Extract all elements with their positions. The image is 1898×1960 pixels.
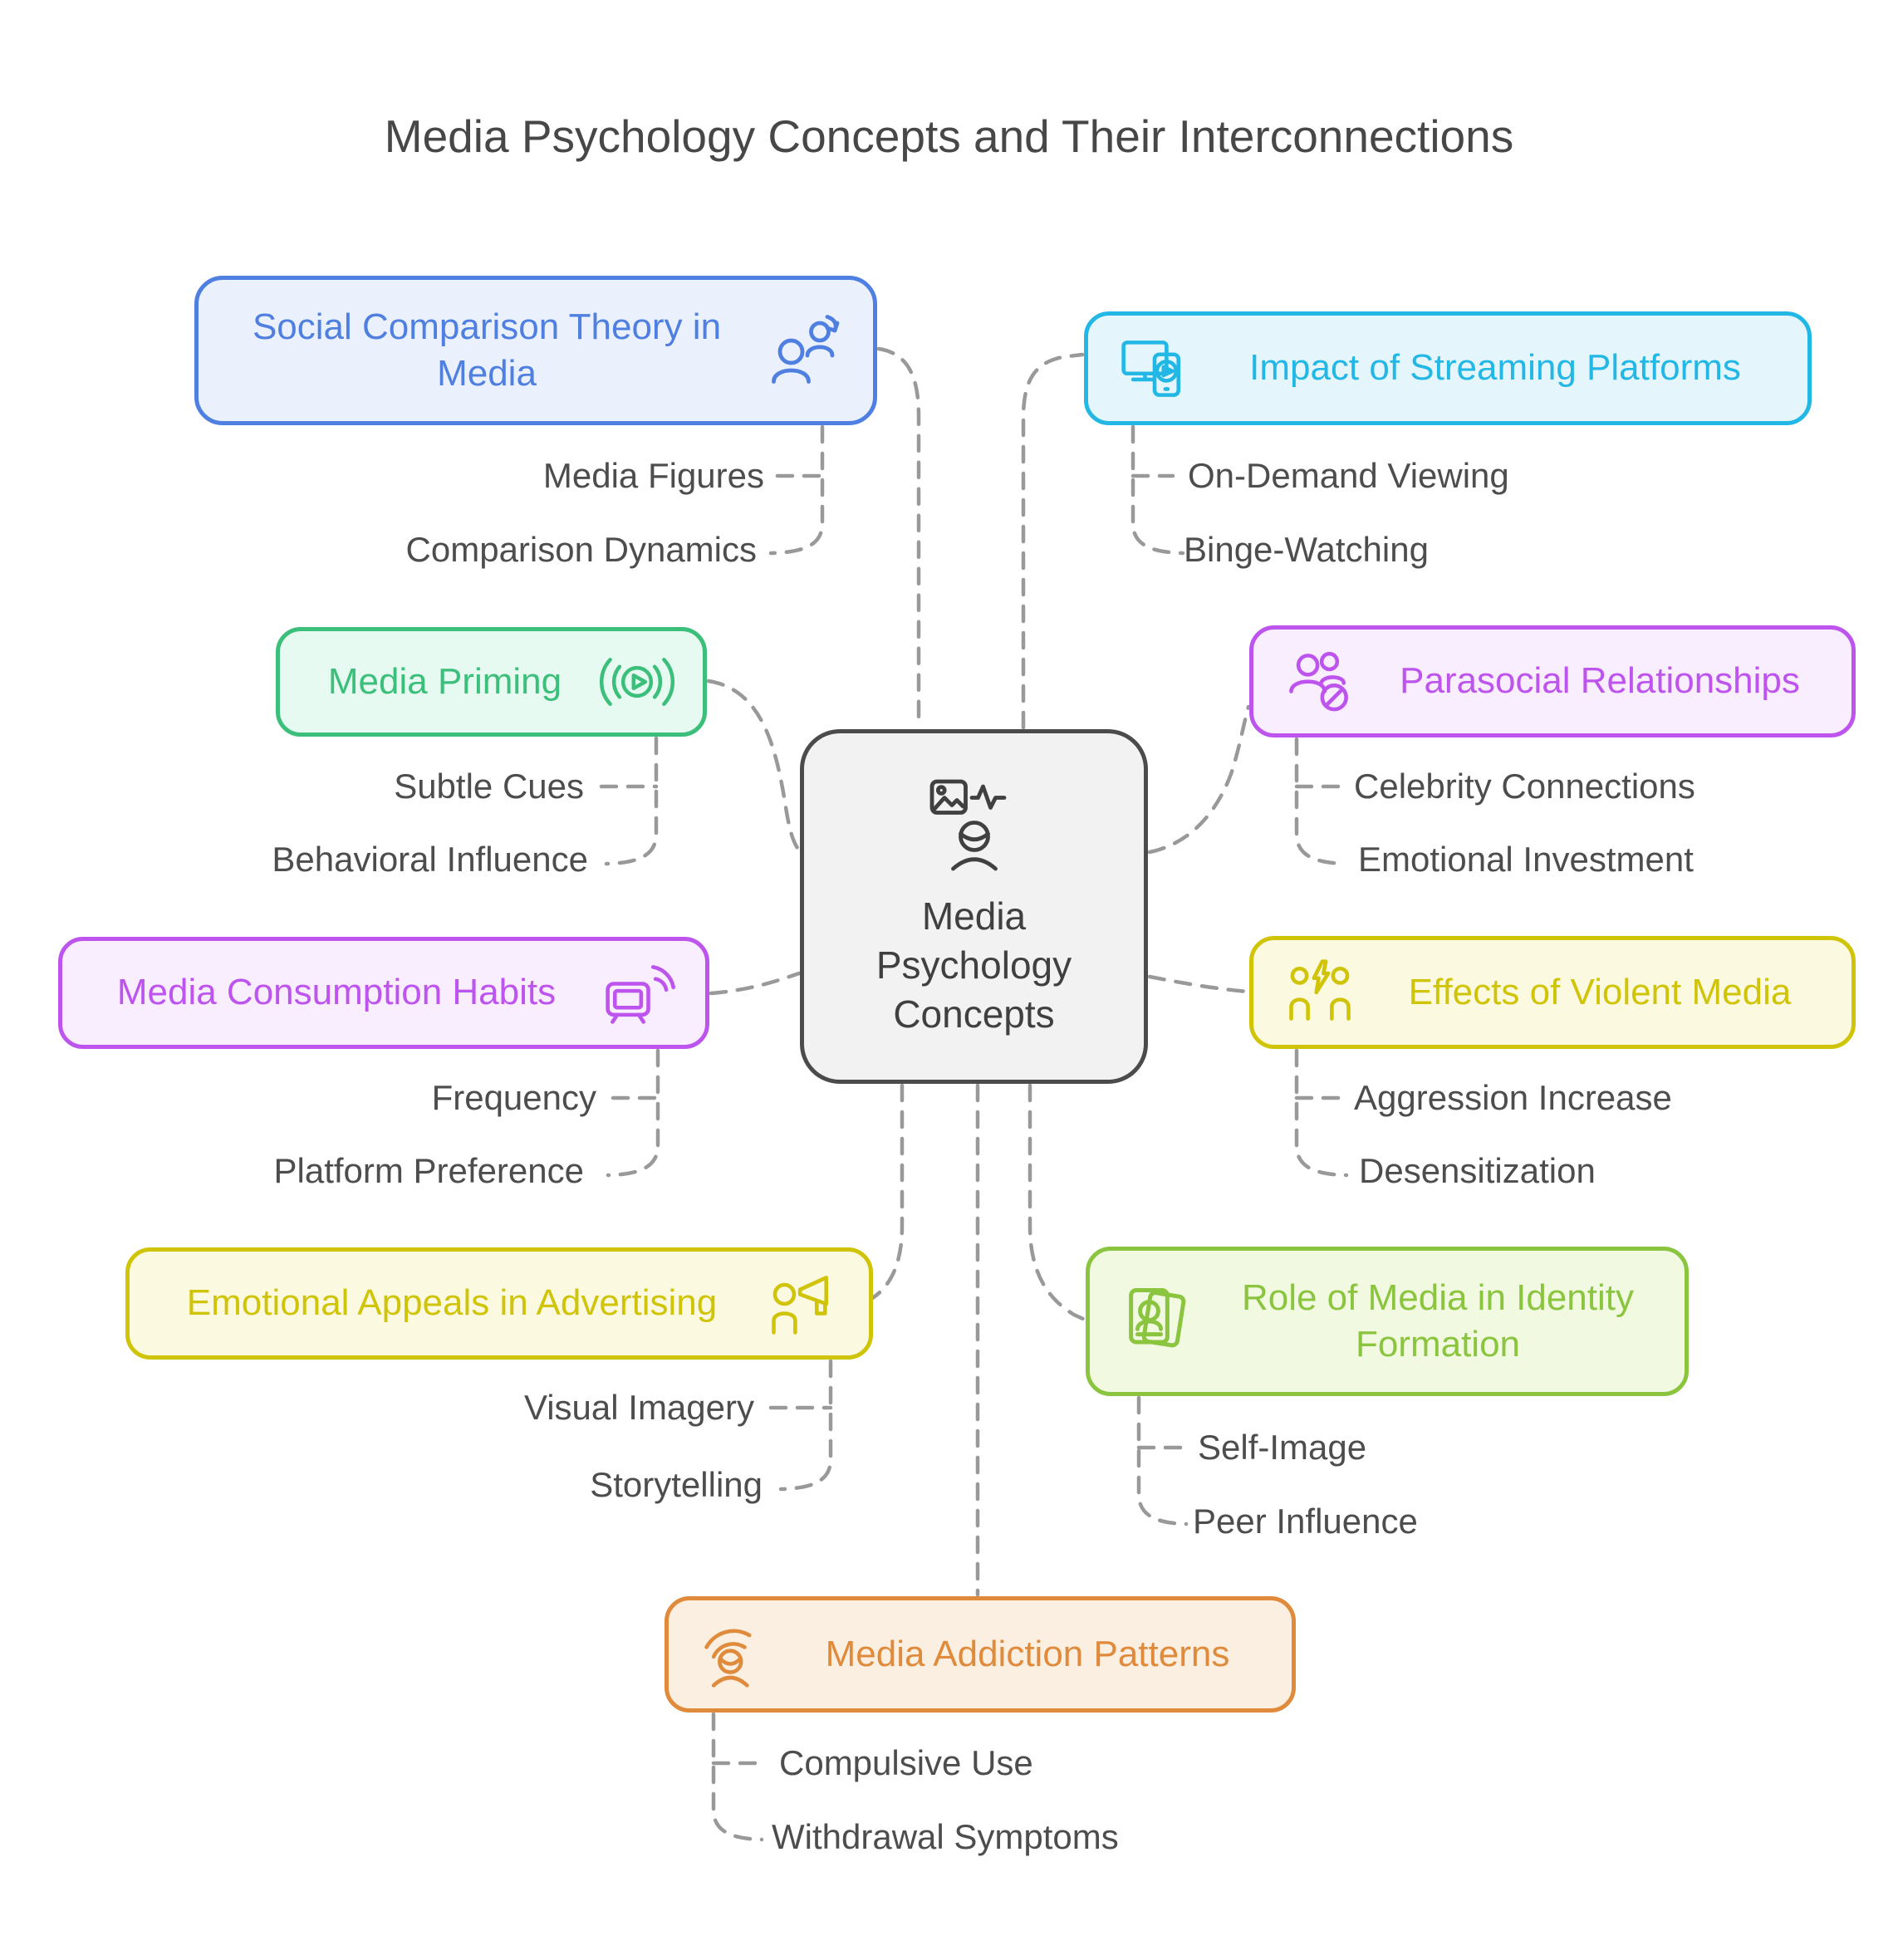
- node-label: Media Priming: [327, 660, 562, 702]
- users-slash-icon: [1282, 644, 1358, 720]
- child-emotional-investment: Emotional Investment: [1358, 840, 1694, 879]
- node-violent-media: Effects of Violent Media: [1249, 936, 1856, 1049]
- child-media-figures: Media Figures: [542, 456, 764, 495]
- people-lightning-icon: [1282, 954, 1358, 1031]
- child-celebrity-connections: Celebrity Connections: [1354, 767, 1695, 806]
- person-megaphone-icon: [764, 1266, 841, 1342]
- node-media-addiction: Media Addiction Patterns: [665, 1596, 1296, 1713]
- node-streaming-platforms: Impact of Streaming Platforms: [1084, 311, 1812, 425]
- node-label: Parasocial Relationships: [1400, 660, 1800, 702]
- child-storytelling: Storytelling: [590, 1465, 763, 1504]
- child-peer-influence: Peer Influence: [1193, 1502, 1418, 1541]
- child-on-demand-viewing: On-Demand Viewing: [1188, 456, 1509, 495]
- child-desensitization: Desensitization: [1359, 1151, 1596, 1190]
- child-self-image: Self-Image: [1198, 1428, 1367, 1467]
- child-behavioral-influence: Behavioral Influence: [272, 840, 588, 879]
- child-subtle-cues: Subtle Cues: [394, 767, 584, 806]
- node-label: Media Consumption Habits: [116, 972, 557, 1013]
- node-media-consumption: Media Consumption Habits: [58, 937, 709, 1049]
- child-platform-preference: Platform Preference: [273, 1151, 585, 1190]
- central-node-label: Media Psychology Concepts: [875, 894, 1072, 1036]
- node-media-priming: Media Priming: [276, 627, 707, 737]
- node-label: Impact of Streaming Platforms: [1249, 347, 1741, 389]
- node-identity-formation: Role of Media in Identity Formation: [1086, 1247, 1689, 1396]
- media-image-waveform-person-icon: [912, 774, 1037, 884]
- tv-signal-icon: [601, 955, 677, 1031]
- child-withdrawal-symptoms: Withdrawal Symptoms: [772, 1817, 1119, 1856]
- node-label: Role of Media in Identity Formation: [1241, 1276, 1635, 1365]
- node-social-comparison: Social Comparison Theory in Media: [194, 276, 877, 425]
- wifi-person-icon: [697, 1616, 773, 1693]
- node-label: Emotional Appeals in Advertising: [186, 1282, 718, 1324]
- central-node: Media Psychology Concepts: [800, 729, 1148, 1084]
- people-comparison-icon: [765, 311, 845, 390]
- child-compulsive-use: Compulsive Use: [779, 1743, 1033, 1782]
- child-visual-imagery: Visual Imagery: [523, 1388, 754, 1427]
- child-aggression-increase: Aggression Increase: [1354, 1078, 1672, 1117]
- node-emotional-appeals: Emotional Appeals in Advertising: [125, 1247, 873, 1360]
- broadcast-play-icon: [600, 644, 674, 719]
- child-comparison-dynamics: Comparison Dynamics: [405, 530, 757, 569]
- node-label: Effects of Violent Media: [1408, 971, 1792, 1012]
- node-parasocial: Parasocial Relationships: [1249, 625, 1856, 737]
- devices-play-icon: [1116, 331, 1193, 407]
- node-label: Media Addiction Patterns: [825, 1633, 1230, 1674]
- diagram-title: Media Psychology Concepts and Their Inte…: [384, 110, 1514, 162]
- child-binge-watching: Binge-Watching: [1184, 530, 1429, 569]
- node-label: Social Comparison Theory in Media: [252, 306, 722, 394]
- photo-cards-icon: [1118, 1280, 1201, 1363]
- child-frequency: Frequency: [431, 1078, 596, 1117]
